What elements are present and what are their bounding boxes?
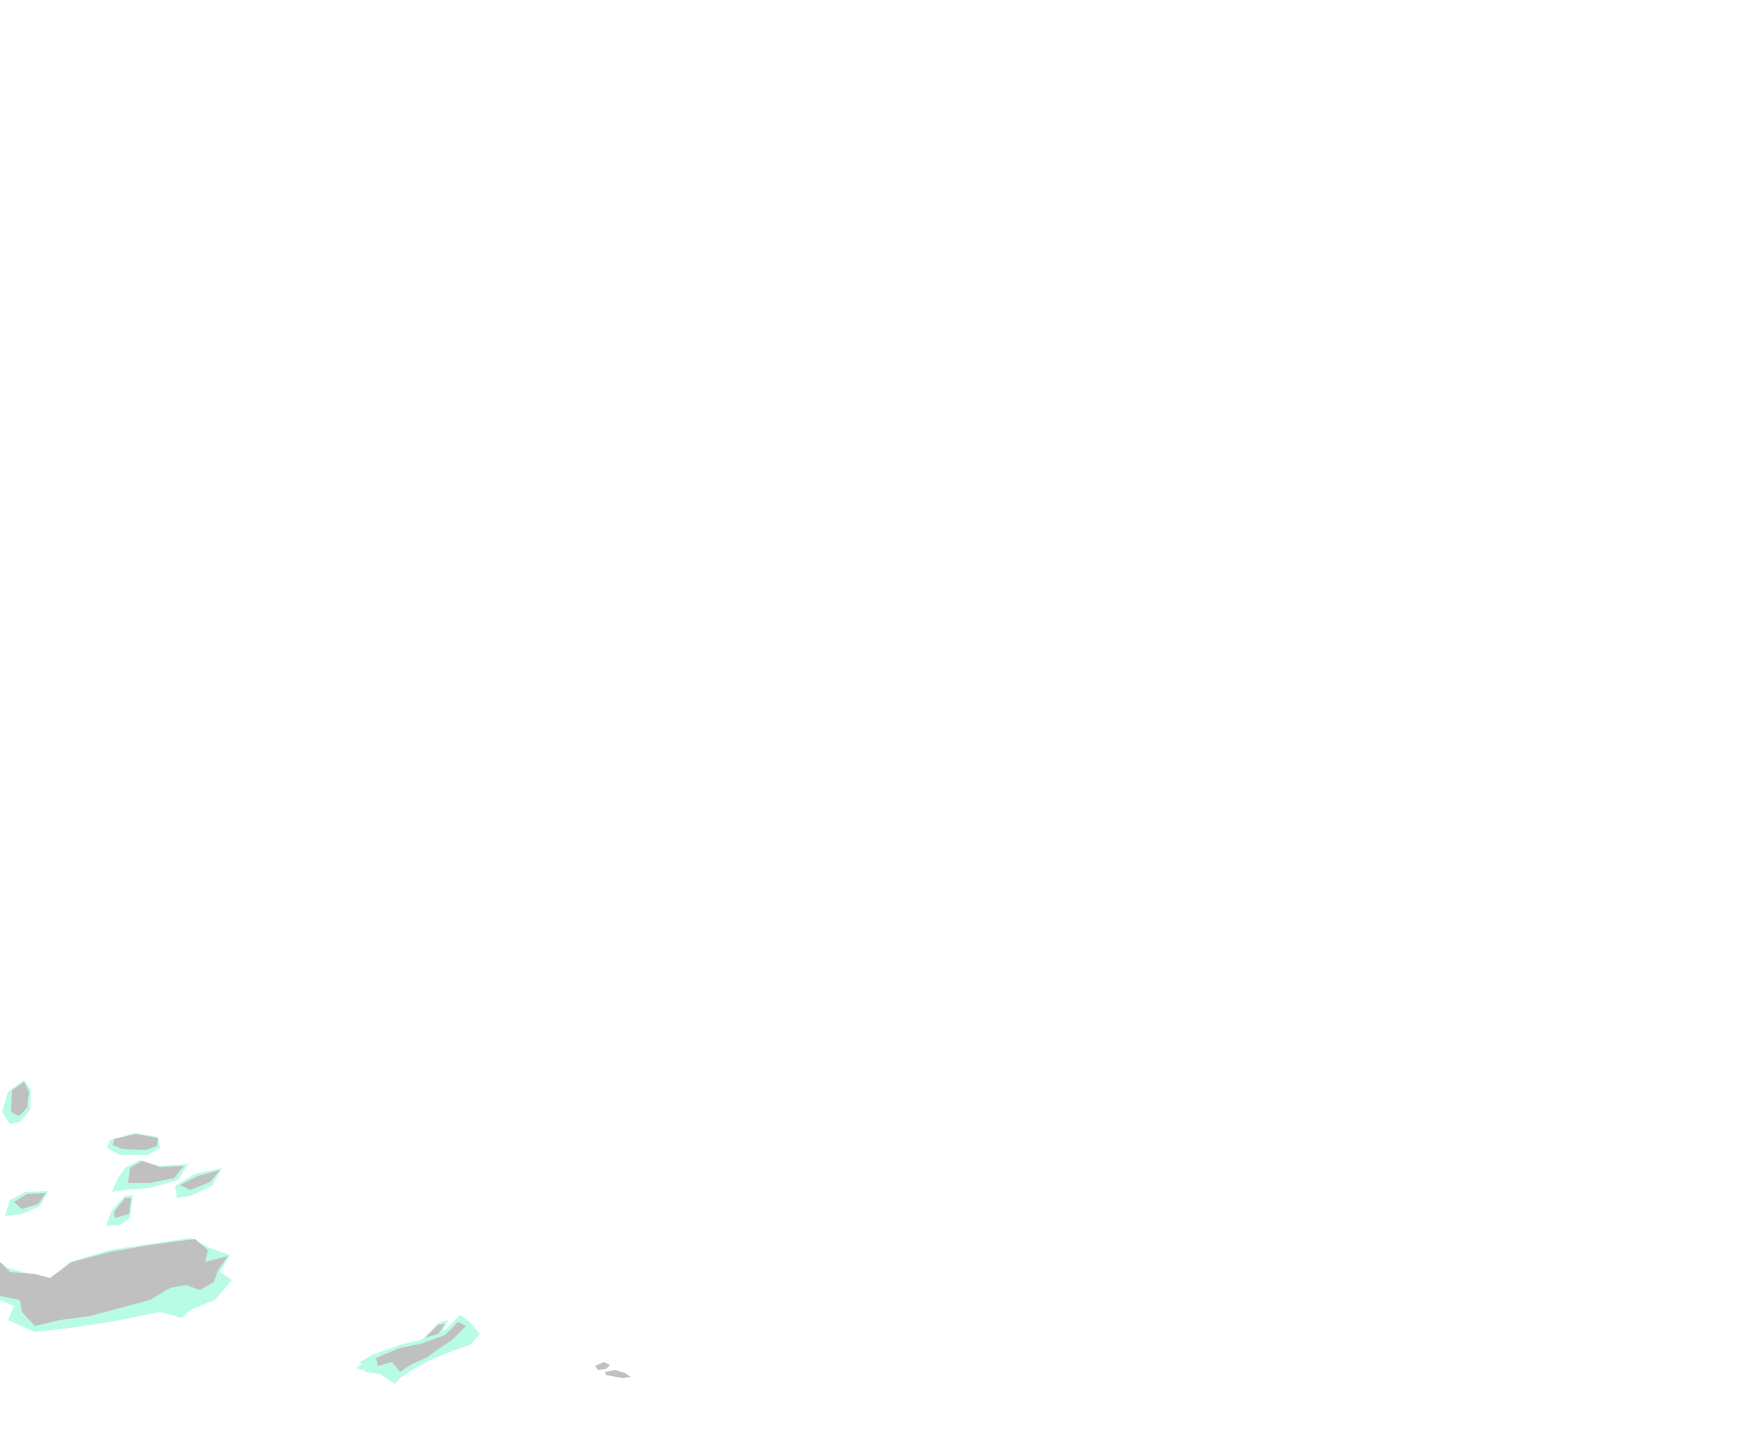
island-3 [112, 1160, 188, 1192]
island-4 [175, 1168, 222, 1198]
island-2 [107, 1133, 160, 1155]
island-1 [2, 1080, 31, 1124]
island-6 [106, 1195, 133, 1226]
main-island [0, 1238, 232, 1332]
island-group-southeast [356, 1315, 480, 1384]
island-5 [5, 1191, 48, 1216]
islet-far-southeast [595, 1362, 631, 1378]
